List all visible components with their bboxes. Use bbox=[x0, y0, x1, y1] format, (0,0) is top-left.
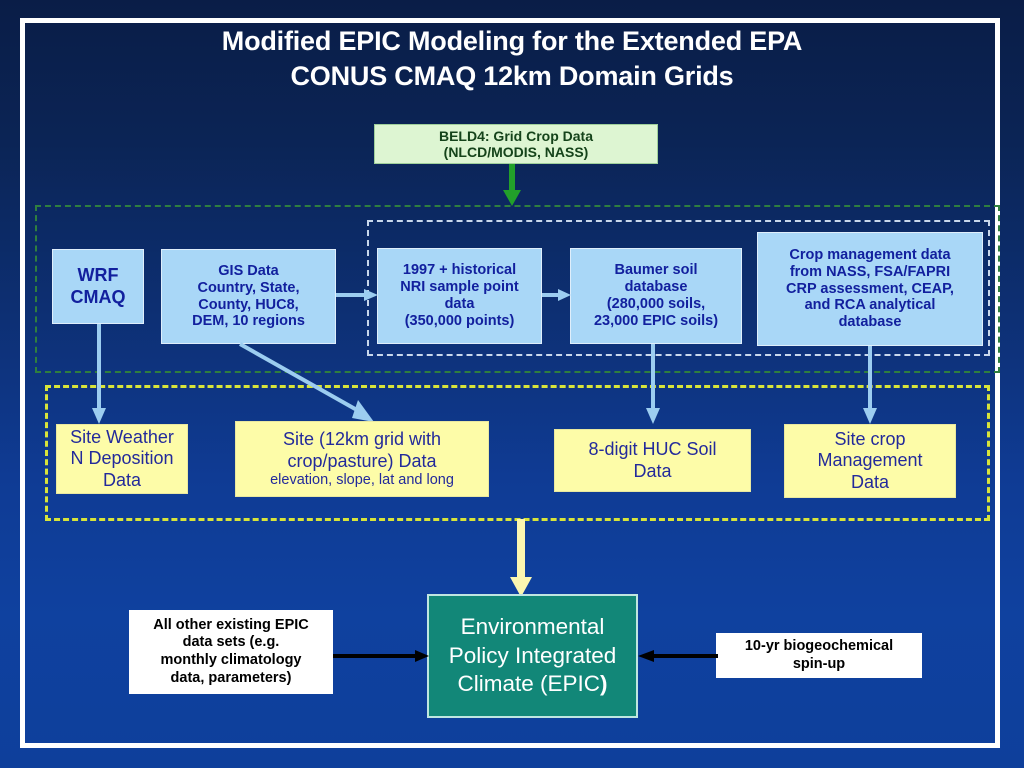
node-crop-mgmt-line-1: Crop management data bbox=[789, 246, 951, 263]
node-site-weather-n-deposition[interactable]: Site Weather N Deposition Data bbox=[56, 424, 188, 494]
arrow-crop-mgmt-to-site-crop-mgmt bbox=[862, 346, 878, 424]
page-title: Modified EPIC Modeling for the Extended … bbox=[62, 24, 962, 93]
node-site-weather-line-1: Site Weather bbox=[70, 426, 174, 447]
node-gis-data-line-3: County, HUC8, bbox=[198, 296, 299, 313]
node-crop-mgmt-line-3: CRP assessment, CEAP, bbox=[786, 280, 954, 297]
node-spinup-line-1: 10-yr biogeochemical bbox=[744, 637, 894, 654]
node-epic-line-2: Policy Integrated bbox=[448, 642, 617, 668]
page-title-line-1: Modified EPIC Modeling for the Extended … bbox=[221, 26, 803, 56]
region-point-soil-management bbox=[367, 220, 990, 356]
node-other-epic-line-3: monthly climatology bbox=[160, 652, 302, 668]
region-input-datasets bbox=[35, 205, 1000, 373]
arrow-wrf-to-site-weather bbox=[91, 324, 107, 424]
node-epic-line-1: Environmental bbox=[460, 613, 605, 639]
arrow-spinup-to-epic bbox=[638, 649, 718, 663]
node-other-epic-line-4: data, parameters) bbox=[170, 669, 292, 686]
arrow-gis-to-site-grid bbox=[239, 342, 380, 424]
page-title-line-2: CONUS CMAQ 12km Domain Grids bbox=[290, 60, 734, 91]
arrow-beld4-to-inputs bbox=[500, 164, 524, 206]
node-site-grid-line-2: crop/pasture) Data bbox=[287, 450, 437, 471]
node-gis-data-line-4: DEM, 10 regions bbox=[192, 313, 305, 330]
node-nri-line-2: NRI sample point bbox=[400, 279, 519, 296]
node-other-existing-epic-data-sets[interactable]: All other existing EPIC data sets (e.g. … bbox=[129, 610, 333, 694]
node-epic-line-3-bold: ) bbox=[600, 671, 608, 697]
node-baumer-line-2: database bbox=[624, 279, 688, 296]
node-wrf-cmaq-line-1: WRF bbox=[77, 264, 119, 285]
node-other-epic-line-2: data sets (e.g. bbox=[182, 634, 280, 651]
node-baumer-line-4: 23,000 EPIC soils) bbox=[593, 312, 719, 329]
node-nri-sample-point-data[interactable]: 1997 + historical NRI sample point data … bbox=[377, 248, 542, 344]
node-wrf-cmaq[interactable]: WRF CMAQ bbox=[52, 249, 144, 324]
arrow-site-data-to-epic bbox=[508, 519, 534, 597]
node-gis-data-line-2: Country, State, bbox=[197, 279, 300, 296]
node-site-crop-mgmt-line-3: Data bbox=[850, 471, 890, 492]
node-beld4-line-1: BELD4: Grid Crop Data bbox=[438, 127, 593, 144]
arrow-baumer-to-huc-soil bbox=[645, 344, 661, 424]
node-site-weather-line-3: Data bbox=[102, 469, 142, 490]
arrow-gis-to-nri bbox=[336, 287, 378, 303]
node-nri-line-1: 1997 + historical bbox=[402, 262, 517, 279]
node-8-digit-huc-soil-data[interactable]: 8-digit HUC Soil Data bbox=[554, 429, 751, 492]
node-epic-line-3-wrap: Climate (EPIC) bbox=[457, 670, 607, 699]
node-baumer-line-1: Baumer soil bbox=[614, 262, 698, 279]
node-10yr-biogeochemical-spinup[interactable]: 10-yr biogeochemical spin-up bbox=[716, 633, 922, 678]
node-crop-management-data[interactable]: Crop management data from NASS, FSA/FAPR… bbox=[757, 232, 983, 346]
node-site-12km-grid-data[interactable]: Site (12km grid with crop/pasture) Data … bbox=[235, 421, 489, 497]
node-gis-data-line-1: GIS Data bbox=[218, 262, 279, 279]
node-epic-line-3: Climate (EPIC bbox=[457, 671, 601, 697]
node-baumer-line-3: (280,000 soils, bbox=[606, 296, 706, 312]
node-spinup-line-2: spin-up bbox=[792, 655, 846, 672]
node-epic-model[interactable]: Environmental Policy Integrated Climate … bbox=[427, 594, 638, 718]
node-crop-mgmt-line-5: database bbox=[838, 314, 902, 331]
node-nri-line-3: data bbox=[444, 296, 475, 312]
arrow-nri-to-baumer bbox=[542, 287, 571, 303]
node-wrf-cmaq-line-2: CMAQ bbox=[70, 286, 126, 307]
node-site-crop-mgmt-line-2: Management bbox=[817, 450, 923, 471]
node-nri-line-4: (350,000 points) bbox=[404, 312, 515, 329]
node-site-crop-mgmt-line-1: Site crop bbox=[834, 428, 906, 449]
node-other-epic-line-1: All other existing EPIC bbox=[153, 616, 309, 633]
node-huc-soil-line-1: 8-digit HUC Soil bbox=[588, 438, 717, 459]
node-beld4-line-2: (NLCD/MODIS, NASS) bbox=[443, 144, 589, 160]
node-baumer-soil-database[interactable]: Baumer soil database (280,000 soils, 23,… bbox=[570, 248, 742, 344]
node-site-grid-line-1: Site (12km grid with bbox=[282, 429, 442, 450]
node-crop-mgmt-line-4: and RCA analytical bbox=[804, 297, 936, 314]
node-crop-mgmt-line-2: from NASS, FSA/FAPRI bbox=[789, 263, 951, 280]
node-huc-soil-line-2: Data bbox=[633, 460, 672, 481]
node-site-grid-subtext: elevation, slope, lat and long bbox=[270, 472, 454, 489]
node-site-crop-management-data[interactable]: Site crop Management Data bbox=[784, 424, 956, 498]
node-site-weather-line-2: N Deposition bbox=[70, 448, 174, 469]
arrow-other-epic-to-epic bbox=[333, 649, 429, 663]
node-beld4-grid-crop-data[interactable]: BELD4: Grid Crop Data (NLCD/MODIS, NASS) bbox=[374, 124, 658, 164]
node-gis-data[interactable]: GIS Data Country, State, County, HUC8, D… bbox=[161, 249, 336, 344]
